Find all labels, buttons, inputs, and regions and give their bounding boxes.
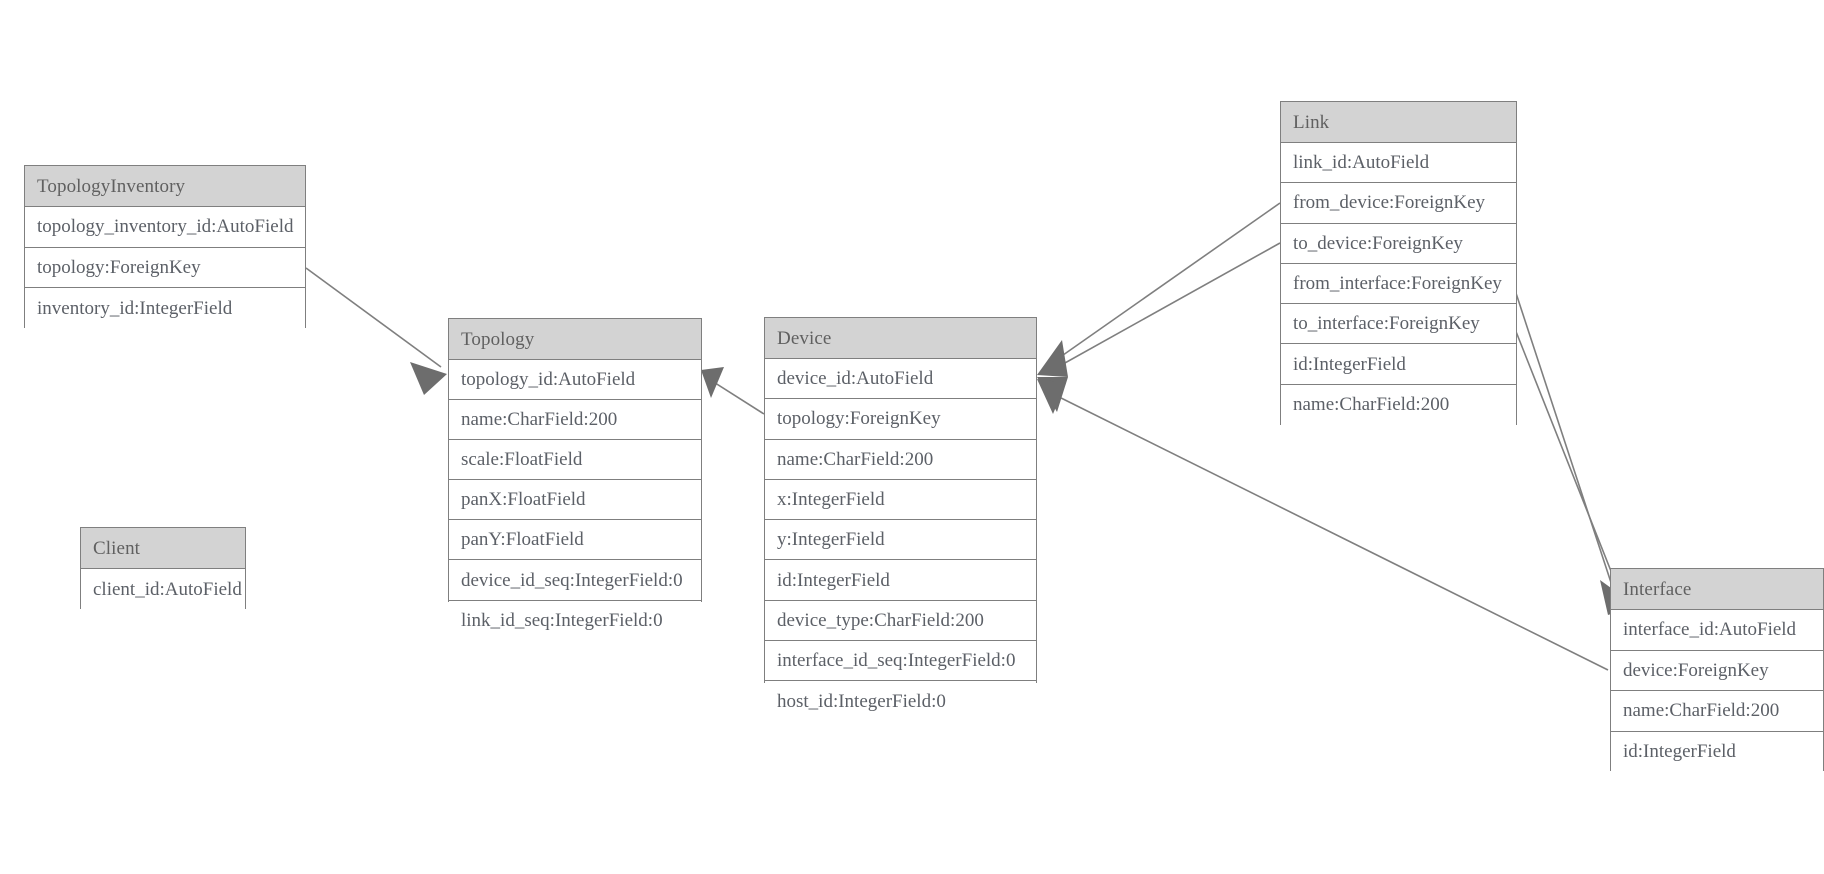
entity-link-field: name:CharField:200	[1281, 384, 1516, 426]
entity-topology-field: panY:FloatField	[449, 520, 701, 561]
entity-topology-field: scale:FloatField	[449, 440, 701, 481]
edge-link-to-device	[1046, 242, 1281, 374]
entity-link-field: from_interface:ForeignKey	[1281, 263, 1516, 305]
entity-device-field: id:IntegerField	[765, 560, 1036, 601]
entity-link-field: to_device:ForeignKey	[1281, 223, 1516, 264]
entity-client-title: Client	[81, 528, 245, 569]
entity-link-field: from_device:ForeignKey	[1281, 183, 1516, 224]
entity-device-field: x:IntegerField	[765, 479, 1036, 521]
arrowhead-topology-left	[410, 362, 447, 395]
entity-topology_inventory-field: topology_inventory_id:AutoField	[25, 207, 305, 248]
entity-interface-field: device:ForeignKey	[1611, 650, 1823, 691]
edge-device-topology	[711, 380, 765, 415]
entity-topology-field: link_id_seq:IntegerField:0	[449, 600, 701, 641]
entity-topology_inventory-field: inventory_id:IntegerField	[25, 288, 305, 329]
entity-device-field: device_id:AutoField	[765, 359, 1036, 400]
entity-interface-field: id:IntegerField	[1611, 731, 1823, 772]
entity-interface-title: Interface	[1611, 569, 1823, 610]
edge-link-from-device	[1045, 202, 1281, 368]
entity-topology-field: panX:FloatField	[449, 480, 701, 521]
edge-topologyinventory-topology	[305, 267, 442, 368]
entity-interface-field: name:CharField:200	[1611, 691, 1823, 732]
arrowhead-device-right-c	[1037, 379, 1066, 414]
entity-topology_inventory-title: TopologyInventory	[25, 166, 305, 207]
entity-link-field: link_id:AutoField	[1281, 143, 1516, 184]
entity-link-field: id:IntegerField	[1281, 344, 1516, 385]
arrowhead-topology-right	[701, 367, 724, 398]
entity-device-field: name:CharField:200	[765, 439, 1036, 480]
entity-topology-title: Topology	[449, 319, 701, 360]
entity-interface-field: interface_id:AutoField	[1611, 610, 1823, 651]
entity-link-field: to_interface:ForeignKey	[1281, 304, 1516, 345]
entity-link-title: Link	[1281, 102, 1516, 143]
entity-topology-field: topology_id:AutoField	[449, 360, 701, 401]
entity-device-field: y:IntegerField	[765, 520, 1036, 561]
entity-device-field: host_id:IntegerField:0	[765, 681, 1036, 722]
arrowhead-device-right-a	[1037, 340, 1068, 377]
entity-device-field: interface_id_seq:IntegerField:0	[765, 641, 1036, 682]
entity-topology-field: device_id_seq:IntegerField:0	[449, 560, 701, 601]
arrowhead-device-right-b	[1037, 377, 1068, 412]
entity-topology_inventory-field: topology:ForeignKey	[25, 247, 305, 288]
entity-device-title: Device	[765, 318, 1036, 359]
entity-device-field: device_type:CharField:200	[765, 600, 1036, 642]
edge-interface-device	[1046, 390, 1609, 671]
edge-link-from-interface	[1512, 283, 1622, 614]
entity-client-field: client_id:AutoField	[81, 569, 245, 610]
entity-topology-field: name:CharField:200	[449, 400, 701, 441]
entity-device-field: topology:ForeignKey	[765, 399, 1036, 440]
